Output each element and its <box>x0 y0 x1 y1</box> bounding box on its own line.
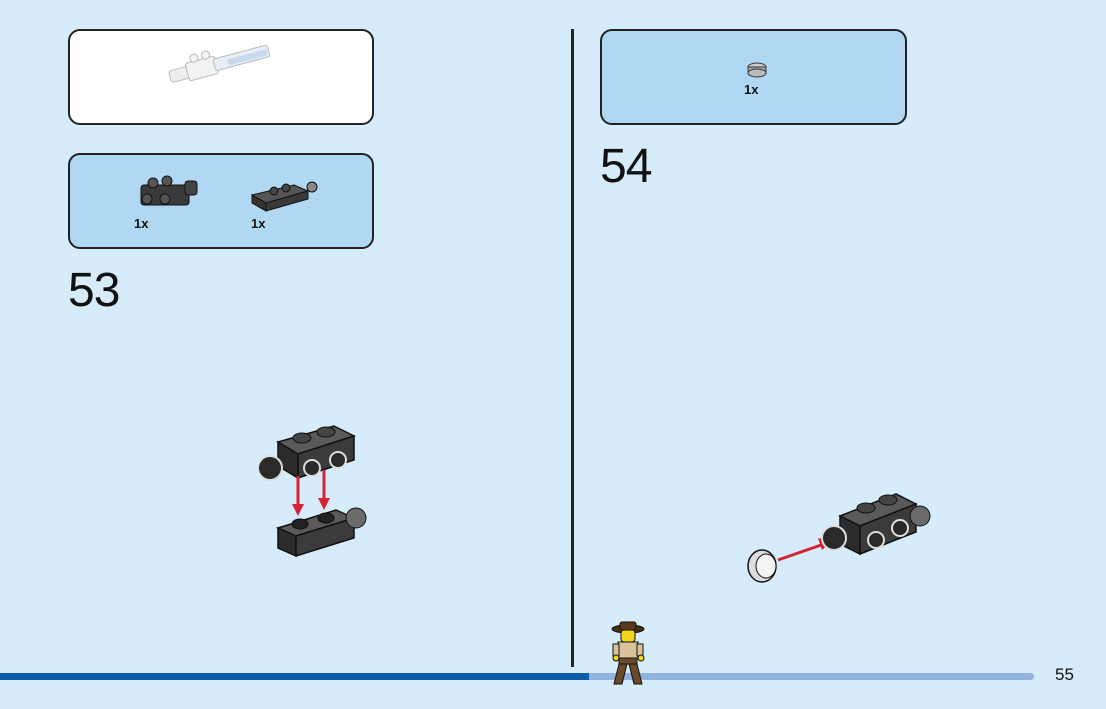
page-divider <box>571 29 574 667</box>
part-quantity: 1x <box>251 216 266 231</box>
step54-assembly-illustration <box>747 493 931 583</box>
page-number: 55 <box>1055 665 1074 684</box>
progress-bar <box>0 673 589 680</box>
part-quantity: 1x <box>134 216 149 231</box>
dark-gray-plate-with-ball-icon <box>250 181 318 212</box>
submodel-preview-box <box>68 29 374 125</box>
dark-gray-brick-with-studs-on-side-icon <box>140 175 198 206</box>
step53-parts-callout: 1x 1x <box>68 153 374 249</box>
submodel-preview-image <box>168 44 271 83</box>
step54-parts-callout: 1x <box>600 29 907 125</box>
step53-assembly-illustration <box>257 425 367 558</box>
step-number: 54 <box>600 140 652 193</box>
part-quantity: 1x <box>744 82 759 97</box>
step-number: 53 <box>68 264 120 317</box>
light-gray-round-tile-icon <box>747 62 767 78</box>
minifigure-explorer-icon <box>611 621 645 685</box>
